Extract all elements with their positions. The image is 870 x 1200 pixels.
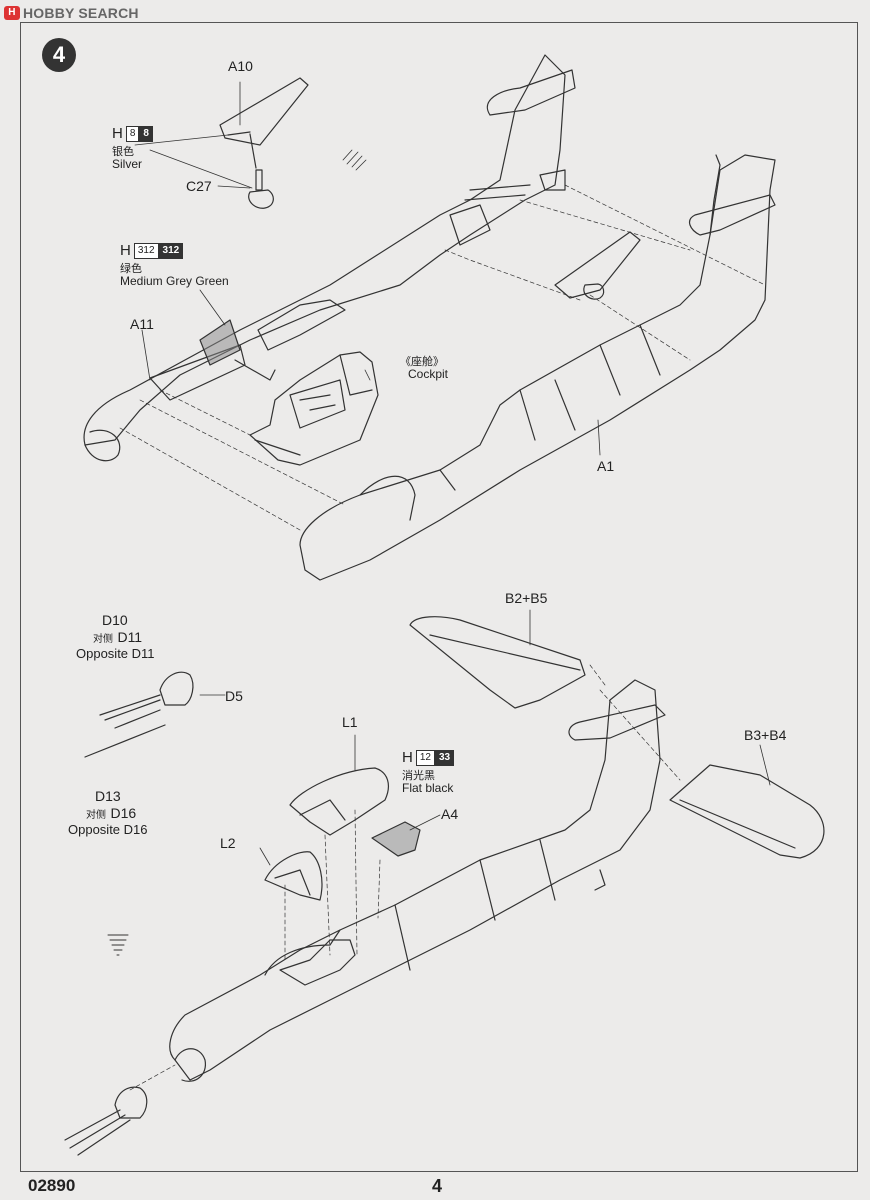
paint-callout-medium-grey-green: H 312 312: [120, 242, 184, 259]
cannon-nose-drawing: [64, 1086, 148, 1156]
watermark: H HOBBY SEARCH: [4, 5, 139, 21]
part-label-d11-group: 对侧 D11: [93, 629, 142, 647]
paint-code-a: 8: [125, 125, 140, 142]
tail-elevator-drawing: [554, 231, 641, 300]
step-number-badge: 4: [42, 38, 76, 72]
opposite-d16-label: Opposite D16: [68, 822, 148, 837]
elevator-b3-b4-drawing: [669, 764, 825, 859]
part-label-d10: D10: [102, 612, 128, 628]
page-number: 4: [432, 1176, 443, 1196]
fuselage-a1-drawing: [299, 154, 776, 581]
canopy-l2-drawing: [264, 851, 323, 901]
part-label-b2-b5: B2+B5: [505, 590, 548, 606]
paint-brand-letter: H: [112, 125, 123, 142]
paint-code-b: 312: [158, 242, 184, 259]
part-label-d13: D13: [95, 788, 121, 804]
opposite-cn-label: 对侧: [93, 634, 113, 645]
paint-code-a: 312: [133, 242, 159, 259]
part-label-a1: A1: [597, 458, 615, 474]
part-label-d16: D16: [110, 805, 137, 821]
cockpit-label-cn: 《座舱》: [400, 356, 444, 368]
fuselage-half-a11-drawing: [83, 54, 576, 462]
part-label-l2: L2: [220, 835, 236, 851]
part-label-d5: D5: [225, 688, 243, 704]
watermark-text: HOBBY SEARCH: [23, 5, 139, 21]
paint-en-flat-black: Flat black: [402, 781, 454, 795]
elevator-b2-b5-drawing: [409, 616, 586, 709]
part-label-d16-group: 对侧 D16: [86, 805, 136, 823]
part-label-d11: D11: [117, 629, 143, 645]
paint-brand-letter: H: [402, 749, 413, 766]
hobby-search-logo-icon: H: [4, 6, 20, 20]
paint-brand-letter: H: [120, 242, 131, 259]
part-label-a11: A11: [130, 316, 154, 332]
assembled-fuselage-drawing: [169, 679, 666, 1082]
part-label-b3-b4: B3+B4: [744, 727, 787, 743]
opposite-cn-label: 对侧: [86, 810, 106, 821]
paint-callout-flat-black: H 12 33: [402, 749, 455, 766]
part-label-c27: C27: [186, 178, 212, 194]
elevator-a10-drawing: [219, 77, 309, 209]
part-label-l1: L1: [342, 714, 358, 730]
paint-cn-silver: 银色: [112, 146, 134, 158]
cockpit-tub-drawing: [249, 351, 379, 466]
paint-code-b: 8: [139, 125, 153, 142]
paint-cn-medium-grey-green: 绿色: [120, 263, 142, 275]
leader-lines: [134, 81, 771, 866]
paint-cn-flat-black: 消光黑: [402, 770, 435, 782]
canopy-l1-drawing: [289, 767, 389, 836]
paint-en-silver: Silver: [112, 157, 143, 171]
paint-callout-silver: H 8 8: [112, 125, 153, 142]
opposite-d11-label: Opposite D11: [76, 646, 155, 661]
part-label-a10: A10: [228, 58, 253, 74]
paint-code-b: 33: [434, 749, 455, 766]
product-code: 02890: [28, 1176, 76, 1195]
cannon-d5-drawing: [84, 671, 194, 758]
instruction-frame: [20, 22, 858, 1172]
part-label-a4: A4: [441, 806, 459, 822]
direction-arrow-icon: [107, 934, 129, 956]
paint-code-a: 12: [415, 749, 435, 766]
instrument-panel-a4-drawing: [371, 821, 421, 857]
assembly-guide-lines: [119, 184, 766, 1091]
hatch-mark-icon: [342, 149, 367, 171]
cockpit-label-en: Cockpit: [408, 367, 449, 381]
paint-en-medium-grey-green: Medium Grey Green: [120, 274, 229, 288]
